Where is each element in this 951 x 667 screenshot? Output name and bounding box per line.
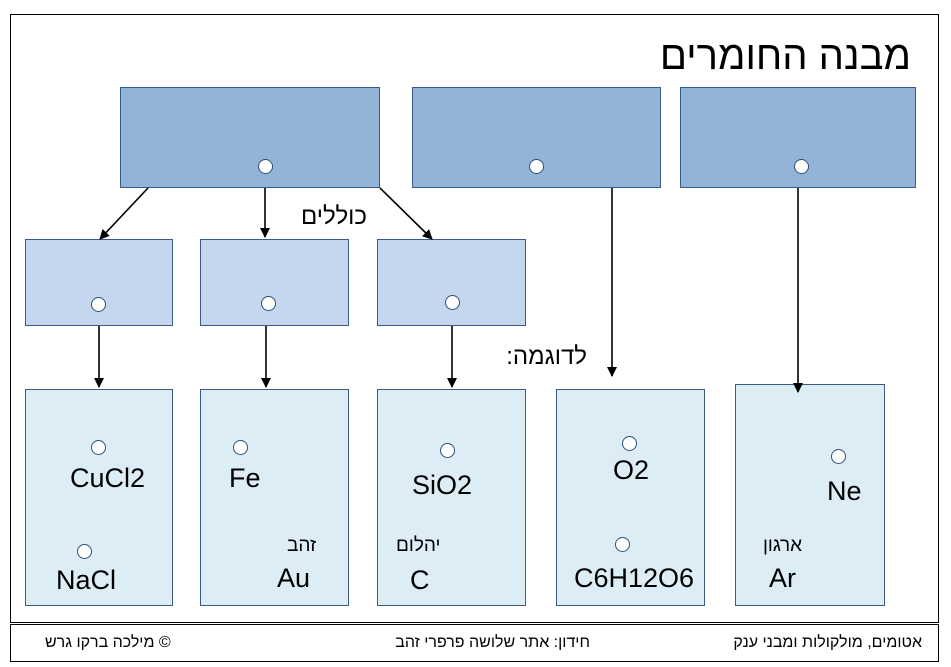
bottom-1-answer-dot-1[interactable] xyxy=(91,440,106,455)
mid-1-answer-dot[interactable] xyxy=(91,297,106,312)
bottom-box-1 xyxy=(25,389,173,606)
formula-c: C xyxy=(410,565,430,595)
top-box-left xyxy=(120,87,380,188)
bottom-5-answer-dot[interactable] xyxy=(831,449,846,464)
footer-quiz-credit: חידון: אתר שלושה פרפרי זהב xyxy=(395,634,590,651)
name-diamond: יהלום xyxy=(396,535,441,556)
bottom-2-answer-dot[interactable] xyxy=(233,440,248,455)
formula-nacl: NaCl xyxy=(56,565,117,595)
formula-o2: O2 xyxy=(613,455,650,485)
bottom-1-answer-dot-2[interactable] xyxy=(77,544,92,559)
bottom-3-answer-dot[interactable] xyxy=(440,443,455,458)
top-right-answer-dot[interactable] xyxy=(794,159,809,174)
example-label: לדוגמה: xyxy=(506,343,587,370)
bottom-4-answer-dot-1[interactable] xyxy=(622,436,637,451)
top-left-answer-dot[interactable] xyxy=(258,159,273,174)
formula-au: Au xyxy=(277,563,311,593)
formula-ar: Ar xyxy=(769,563,796,593)
mid-2-answer-dot[interactable] xyxy=(261,296,276,311)
footer-topic: אטומים, מולקולות ומבני ענק xyxy=(733,634,922,651)
name-gold: זהב xyxy=(287,535,317,556)
name-argon: ארגון xyxy=(763,535,803,556)
diagram-frame xyxy=(10,14,939,623)
arrow-top-left-to-mid-3 xyxy=(379,187,433,240)
formula-fe: Fe xyxy=(229,463,261,493)
formula-sio2: SiO2 xyxy=(412,470,473,500)
formula-ne: Ne xyxy=(827,476,862,506)
bottom-box-4 xyxy=(556,389,705,606)
footer-bar: אטומים, מולקולות ומבני ענק חידון: אתר של… xyxy=(10,624,939,662)
mid-box-3 xyxy=(377,239,526,326)
arrow-top-left-to-mid-1 xyxy=(99,187,149,240)
page-title: מבנה החומרים xyxy=(659,34,911,78)
mid-3-answer-dot[interactable] xyxy=(445,295,460,310)
top-middle-answer-dot[interactable] xyxy=(529,159,544,174)
mid-box-2 xyxy=(200,239,349,326)
bottom-4-answer-dot-2[interactable] xyxy=(615,537,630,552)
bottom-box-3 xyxy=(377,389,526,606)
top-box-middle xyxy=(412,87,661,188)
bottom-box-2 xyxy=(200,389,349,606)
formula-c6h12o6: C6H12O6 xyxy=(574,563,695,593)
bottom-box-5 xyxy=(735,384,885,606)
formula-cucl2: CuCl2 xyxy=(70,463,146,493)
footer-copyright: © מילכה ברקו גרש xyxy=(45,634,171,651)
including-label: כוללים xyxy=(300,203,367,230)
